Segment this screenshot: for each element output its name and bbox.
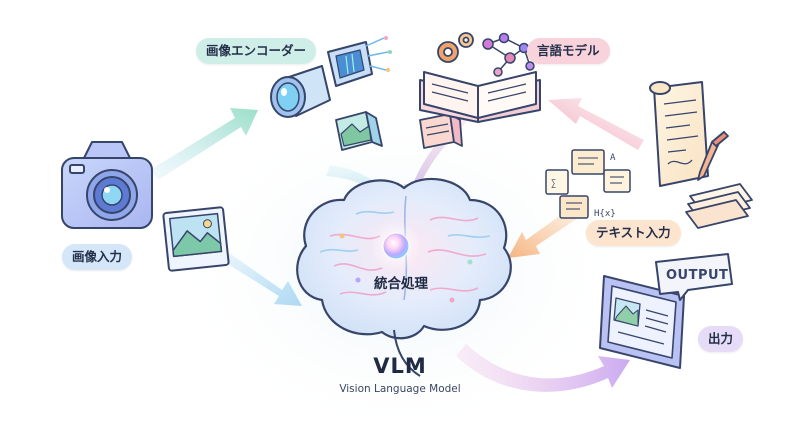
vlm-title: VLM xyxy=(373,354,427,378)
chip-icon xyxy=(327,36,392,87)
integration-label: 統合処理 xyxy=(374,276,428,292)
svg-text:A: A xyxy=(610,153,616,163)
arrow-camera-to-encoder xyxy=(150,108,258,180)
landscape-photo-icon xyxy=(162,206,230,272)
vlm-subtitle: Vision Language Model xyxy=(339,383,461,395)
gear-icon xyxy=(437,32,474,63)
svg-text:H{x}: H{x} xyxy=(594,209,616,219)
text-feature-block-icon xyxy=(419,113,463,149)
output-speech-bubble-icon: OUTPUT xyxy=(655,253,733,301)
image-feature-block-icon xyxy=(335,111,383,151)
open-book-icon xyxy=(419,71,541,123)
image-encoder-label: 画像エンコーダー xyxy=(196,38,317,64)
output-label: 出力 xyxy=(698,326,744,352)
tablet-output-icon xyxy=(599,275,685,369)
neural-network-icon xyxy=(482,32,535,77)
output-screen-word: OUTPUT xyxy=(666,268,728,283)
camera-icon xyxy=(61,141,153,229)
language-model-label: 言語モデル xyxy=(527,38,610,64)
scroll-icon xyxy=(649,81,709,187)
text-input-label: テキスト入力 xyxy=(586,220,681,246)
arrow-brain-to-output xyxy=(456,344,630,392)
image-input-label: 画像入力 xyxy=(62,244,133,270)
arrow-text-to-lm xyxy=(548,98,644,150)
paper-stack-icon xyxy=(685,183,753,229)
svg-text:∑: ∑ xyxy=(551,179,556,189)
glowing-orb-icon xyxy=(370,220,422,272)
formula-cards-icon: ∑ H{x} A xyxy=(545,149,631,219)
pen-icon xyxy=(697,131,729,181)
lens-icon xyxy=(270,65,331,118)
